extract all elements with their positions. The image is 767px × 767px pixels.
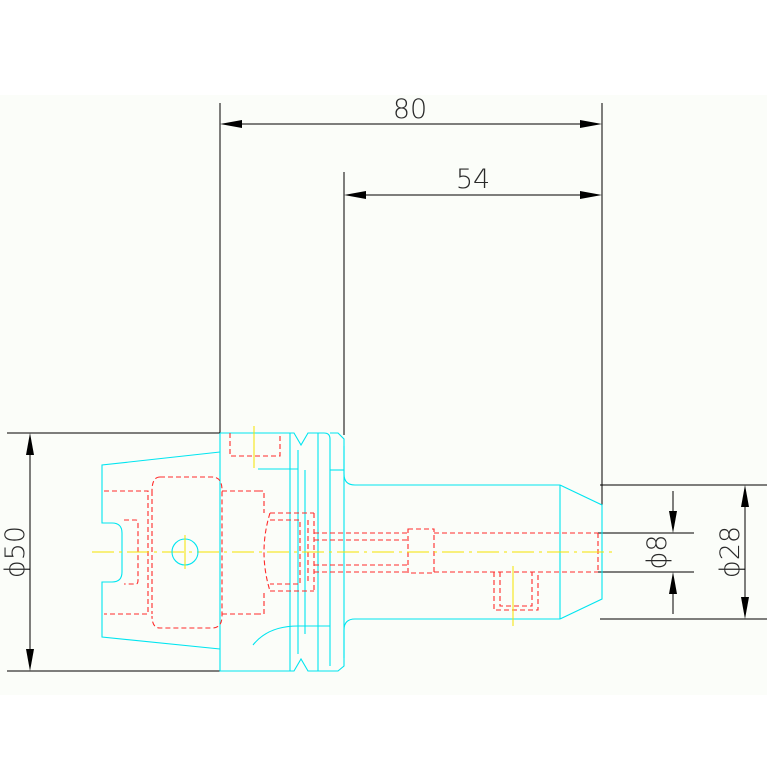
dimension-flange-diameter[interactable]: ϕ50 [0, 432, 222, 672]
drawing-paper [0, 95, 767, 695]
part-center-lines [92, 426, 615, 626]
dimension-text-80: 80 [393, 94, 427, 125]
dimension-bore-diameter[interactable]: ϕ8 [598, 491, 694, 614]
dimension-text-phi28: ϕ28 [715, 526, 746, 578]
dimension-text-phi50: ϕ50 [0, 526, 31, 578]
dimension-overall-length[interactable]: 80 [219, 94, 603, 505]
dimension-shank-length[interactable]: 54 [343, 164, 602, 435]
dimension-shank-diameter[interactable]: ϕ28 [600, 484, 767, 620]
dimension-text-54: 54 [456, 164, 490, 195]
dimension-text-phi8: ϕ8 [642, 535, 673, 570]
